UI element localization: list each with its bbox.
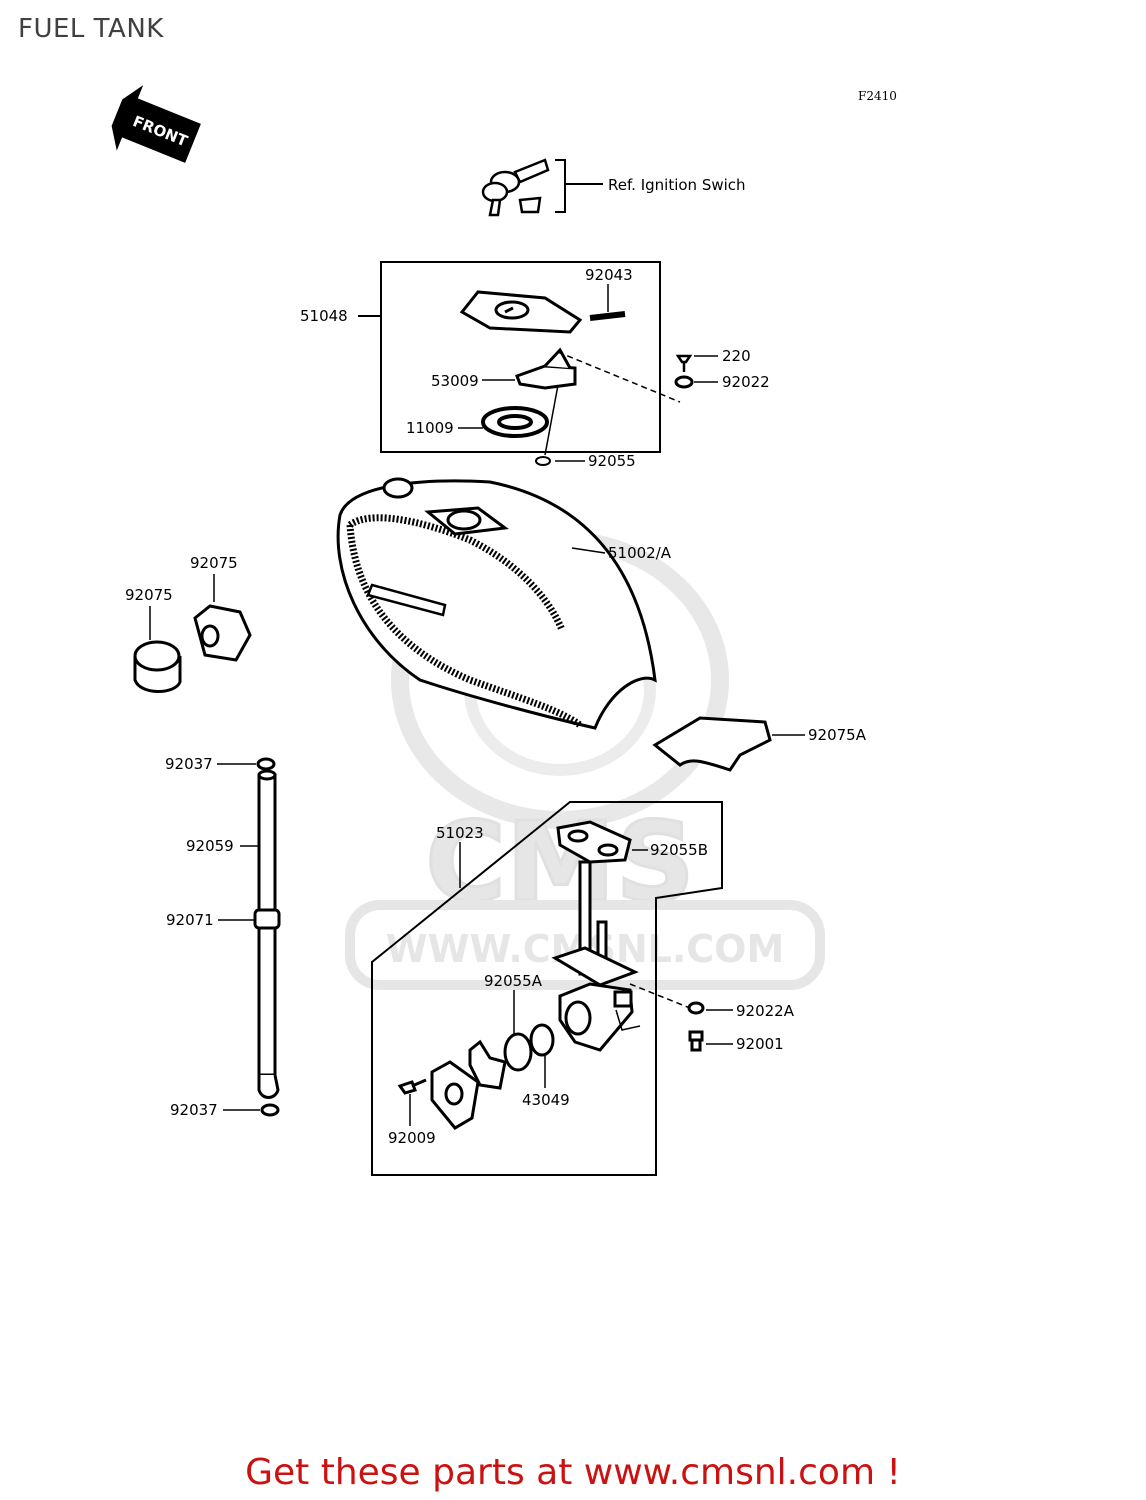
label-53009: 53009 — [431, 372, 479, 390]
screw-92009-icon — [397, 1078, 427, 1095]
label-92001: 92001 — [736, 1035, 784, 1053]
label-92055a: 92055A — [484, 972, 543, 990]
lever-icon — [468, 1039, 507, 1090]
screw-92001-icon — [688, 1030, 704, 1052]
washer-92022-icon — [674, 375, 694, 389]
oring-92055a-icon — [503, 1032, 533, 1072]
cap-pin-icon — [589, 311, 626, 321]
cap-assembly-box — [380, 261, 661, 453]
cover-plate-icon — [430, 1060, 480, 1130]
diaphragm-43049-icon — [529, 1023, 555, 1057]
label-92075a: 92075A — [808, 726, 867, 744]
front-direction-marker: FRONT — [111, 85, 201, 163]
label-92037-top: 92037 — [165, 755, 213, 773]
label-92059: 92059 — [186, 837, 234, 855]
label-11009: 11009 — [406, 419, 454, 437]
cap-gasket-icon — [481, 406, 549, 438]
label-92055: 92055 — [588, 452, 636, 470]
label-92043: 92043 — [585, 266, 633, 284]
figure-code: F2410 — [858, 89, 897, 103]
label-92055b: 92055B — [650, 841, 708, 859]
page-title: FUEL TANK — [18, 14, 164, 44]
label-51048: 51048 — [300, 307, 348, 325]
ref-ignition-note: Ref. Ignition Swich — [608, 176, 746, 194]
fuel-cock-valve-icon — [551, 860, 639, 1052]
label-92075-left: 92075 — [125, 586, 173, 604]
cushion-92075-right-icon — [193, 604, 252, 662]
fuel-tank-icon — [336, 477, 657, 730]
footer-promo-link[interactable]: Get these parts at www.cmsnl.com ! — [245, 1452, 901, 1493]
oring-92055-icon — [535, 456, 551, 466]
label-51002a: 51002/A — [608, 544, 672, 562]
label-92022: 92022 — [722, 373, 770, 391]
ref-bracket — [555, 159, 603, 213]
label-92009: 92009 — [388, 1129, 436, 1147]
label-51023: 51023 — [436, 824, 484, 842]
gasket-92055b-icon — [556, 820, 632, 864]
washer-92022a-icon — [687, 1001, 705, 1015]
label-92075-right: 92075 — [190, 554, 238, 572]
label-92037-bottom: 92037 — [170, 1101, 218, 1119]
label-92022a: 92022A — [736, 1002, 795, 1020]
cushion-92075-left-icon — [133, 640, 182, 693]
cushion-92075a-icon — [652, 716, 772, 772]
clip-92037-bottom-icon — [260, 1103, 280, 1117]
ignition-key-icon — [481, 158, 550, 217]
cap-lock-icon — [515, 347, 577, 390]
fuel-hose-icon — [253, 757, 281, 1099]
exploded-parts-diagram: CMS WWW.CMSNL.COM FRONT F2410 Ref. Ignit… — [111, 85, 897, 1176]
screw-220-icon — [675, 354, 693, 372]
front-arrow-icon — [111, 85, 201, 163]
fuel-cock-assembly-box — [371, 801, 723, 1176]
fuel-cap-icon — [459, 290, 583, 334]
label-92071: 92071 — [166, 911, 214, 929]
label-220: 220 — [722, 347, 751, 365]
label-43049: 43049 — [522, 1091, 570, 1109]
